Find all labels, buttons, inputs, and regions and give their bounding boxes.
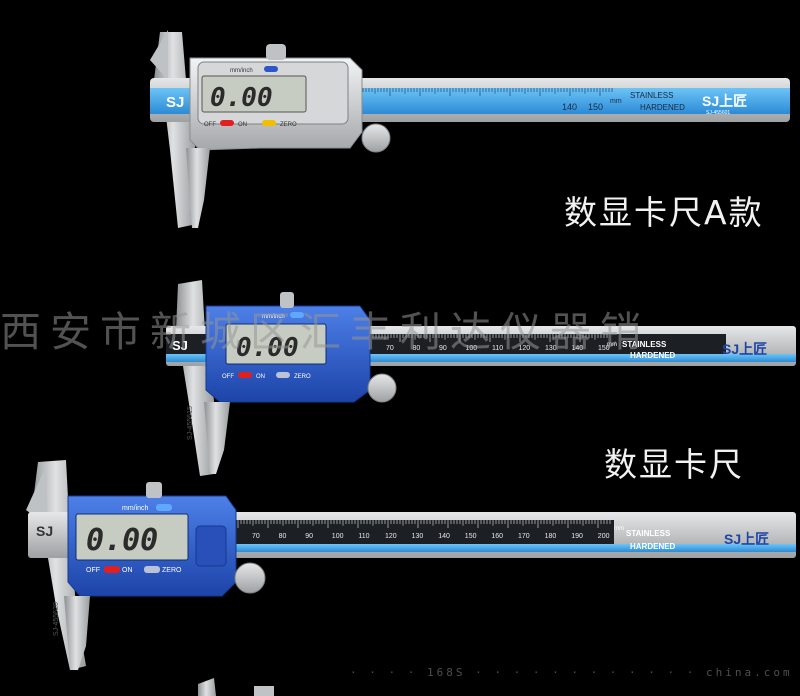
caliper-c-lcd (75, 513, 189, 561)
caliper-a-stainless: STAINLESS (630, 91, 673, 100)
caliper-b-scale-number: 110 (492, 345, 503, 352)
caliper-b-stainless: STAINLESS (622, 340, 667, 349)
caliper-b-scale-number: 150 (598, 345, 610, 352)
caliper-c-lock-screw[interactable] (146, 482, 162, 498)
caliper-c-hardened: HARDENED (630, 542, 676, 551)
caliper-b-scale-unit: mm (607, 342, 617, 348)
caliper-c-scale: 70 80 90 100 110 120 130 140 150 160 170 180 190 200 (237, 520, 611, 540)
caption-standard: 数显卡尺 (604, 445, 744, 484)
caliper-c-off-button[interactable] (104, 566, 120, 573)
caliper-c-thumb-grip[interactable] (195, 525, 227, 567)
caliper-a-scale-unit: mm (610, 98, 622, 105)
caliper-c-scale-number: 140 (438, 533, 450, 540)
caliper-b-scale-number: 120 (519, 345, 531, 352)
caliper-b-logo: SJ上匠 (722, 341, 767, 357)
caliper-c-unit-button[interactable] (156, 504, 172, 511)
caliper-c-sliding-jaw (64, 596, 90, 670)
caliper-a-beam-brand: SJ (166, 94, 184, 111)
bottom-watermark-strip: · · · · 168S · · · · · · · · · · · · chi… (350, 666, 793, 679)
caliper-a-hardened: HARDENED (640, 103, 685, 112)
caliper-a: SJ 140 150 mm STAINLESS HARDENED SJ上匠 SJ… (150, 30, 790, 228)
caliper-c-scale-number: 130 (412, 533, 424, 540)
caliper-c-zero-button[interactable] (144, 566, 160, 573)
caliper-b-scale-number: 130 (545, 345, 557, 352)
caliper-c-stainless: STAINLESS (626, 529, 671, 538)
caliper-a-unit-label: mm/inch (230, 68, 253, 74)
caliper-c-jaw-serial: SJ-455620 (53, 602, 60, 636)
caliper-b-scale: 70 80 90 100 110 120 130 140 150 (369, 334, 610, 352)
caption-a-model: 数显卡尺A款 (564, 193, 764, 232)
caliper-a-serial: SJ-455601 (706, 110, 730, 116)
caliper-c-scale-number: 110 (358, 533, 369, 540)
caliper-c-reading: 0.00 (86, 523, 158, 558)
caliper-c: SJ 70 80 90 100 110 120 130 140 150 160 170 180 190 2… (26, 460, 796, 696)
caliper-b-unit-button[interactable] (290, 312, 304, 318)
caliper-a-fixed-jaw (150, 30, 196, 228)
caliper-a-zero-button[interactable] (262, 120, 276, 126)
caliper-c-scale-number: 190 (571, 533, 583, 540)
caliper-b-scale-number: 100 (466, 345, 478, 352)
caliper-b-reading: 0.00 (236, 333, 299, 363)
caliper-b-lcd (225, 323, 327, 365)
caliper-b-jaw-serial: SJ-455615 (187, 406, 194, 440)
caliper-a-logo: SJ上匠 (702, 93, 747, 109)
caliper-c-scale-number: 170 (518, 533, 530, 540)
caliper-a-scale-ticks (359, 88, 613, 96)
caliper-b: SJ 70 80 90 100 110 120 130 140 150 mm STAINLESS… (166, 280, 796, 476)
caliper-c-beam-brand: SJ (36, 523, 53, 539)
caliper-b-blue-stripe (166, 354, 796, 362)
caliper-c-zero-label: ZERO (162, 567, 182, 574)
caliper-a-zero-label: ZERO (280, 122, 297, 128)
caliper-a-lcd (201, 75, 307, 113)
caliper-b-unit-label: mm/inch (262, 314, 285, 320)
caliper-b-zero-button[interactable] (276, 372, 290, 378)
caliper-b-off-button[interactable] (238, 372, 252, 378)
caliper-c-logo: SJ上匠 (724, 531, 769, 547)
caliper-c-scale-number: 150 (465, 533, 477, 540)
caliper-c-on-label: ON (122, 567, 133, 574)
caliper-c-off-label: OFF (86, 567, 100, 574)
caliper-b-lock-screw[interactable] (280, 292, 294, 308)
watermark-text: 西安市新城区汇丰利达仪器销 (0, 308, 650, 356)
caliper-b-scale-number: 140 (572, 345, 584, 352)
caliper-c-scale-number: 120 (385, 533, 397, 540)
caliper-b-thumb-wheel[interactable] (367, 373, 397, 403)
caliper-c-thumb-wheel[interactable] (234, 562, 266, 594)
caliper-d-jaw-partial (198, 678, 216, 696)
caliper-b-off-label: OFF (222, 374, 234, 380)
caliper-c-scale-number: 160 (491, 533, 503, 540)
caliper-c-scale-number: 80 (279, 533, 287, 540)
caliper-b-zero-label: ZERO (294, 374, 311, 380)
caliper-c-blue-stripe (234, 544, 796, 552)
caliper-a-lock-screw[interactable] (266, 44, 286, 60)
caliper-a-off-label: OFF (204, 122, 216, 128)
caliper-b-scale-number: 90 (439, 345, 447, 352)
caliper-b-scale-number: 80 (413, 345, 421, 352)
caliper-a-on-label: ON (238, 122, 247, 128)
caliper-a-thumb-wheel[interactable] (361, 123, 391, 153)
caliper-c-scale-number: 100 (332, 533, 344, 540)
caliper-b-on-label: ON (256, 374, 265, 380)
caliper-c-scale-number: 90 (305, 533, 313, 540)
caliper-a-scale-number: 150 (588, 102, 603, 112)
caliper-d-screw-partial (254, 686, 274, 696)
caliper-a-sliding-jaw (186, 148, 210, 228)
caliper-c-unit-label: mm/inch (122, 505, 149, 512)
caliper-c-scale-unit: mm (614, 526, 624, 532)
caliper-c-scale-number: 70 (252, 533, 260, 540)
caliper-b-beam-brand: SJ (172, 338, 188, 353)
caliper-c-scale-number: 180 (545, 533, 557, 540)
caliper-a-reading: 0.00 (210, 83, 273, 113)
caliper-a-off-button[interactable] (220, 120, 234, 126)
caliper-b-scale-number: 70 (386, 345, 394, 352)
caliper-c-scale-number: 200 (598, 533, 610, 540)
caliper-a-unit-button[interactable] (264, 66, 278, 72)
caliper-b-sliding-jaw (204, 402, 230, 474)
caliper-a-scale-number: 140 (562, 102, 577, 112)
caliper-b-hardened: HARDENED (630, 351, 676, 360)
